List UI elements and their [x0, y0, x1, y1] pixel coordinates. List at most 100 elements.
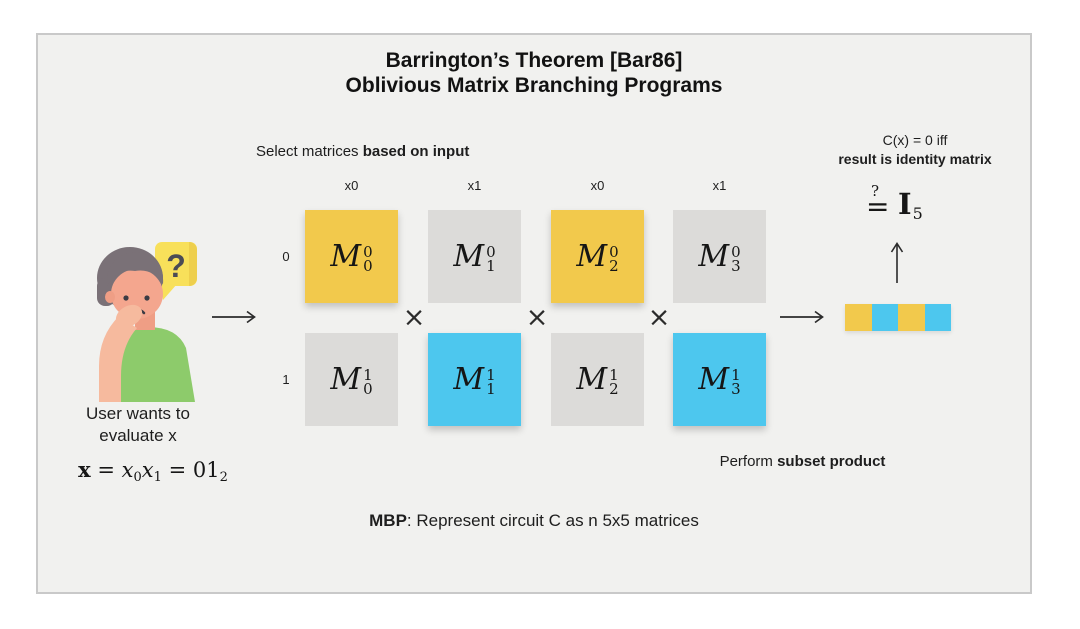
shirt: [109, 326, 195, 402]
hair-fringe: [106, 252, 164, 286]
select-caption-bold: based on input: [362, 143, 470, 160]
select-caption: Select matrices based on input: [256, 143, 469, 160]
title-line-2: Oblivious Matrix Branching Programs: [345, 74, 723, 97]
eq-equals: =: [97, 458, 115, 482]
matrix-subscript: 2: [609, 379, 619, 398]
matrix-subscript: 2: [609, 256, 619, 275]
speech-bubble-tail: [161, 284, 177, 300]
eq-sub-1: 1: [153, 470, 162, 485]
row-label-0: 0: [282, 249, 290, 264]
condition-line-2: result is identity matrix: [838, 151, 992, 167]
matrix-symbol: M: [453, 362, 485, 397]
matrix-symbol: M: [576, 239, 608, 274]
user-caption-line-2: evaluate x: [99, 426, 177, 445]
bar-segment-yellow: [898, 304, 925, 331]
matrix-symbol: M: [698, 239, 730, 274]
mbp-caption: MBP: Represent circuit C as n 5x5 matric…: [36, 511, 1032, 531]
condition-line-1: C(x) = 0 iff: [882, 132, 948, 148]
subset-product-bar: [845, 304, 951, 331]
title-line-1: Barrington’s Theorem [Bar86]: [385, 49, 683, 72]
multiply-icon: ×: [402, 302, 426, 333]
matrix-symbol: M: [330, 362, 362, 397]
right-arrow-icon: [780, 310, 824, 324]
input-equation: x = x0x1 = 012: [43, 457, 263, 485]
col-header-0: x0: [344, 178, 359, 193]
right-arrow-icon: [212, 310, 256, 324]
matrix-subscript: 3: [731, 379, 741, 398]
ear: [105, 291, 115, 303]
mbp-caption-bold: MBP: [369, 511, 407, 530]
matrix-subscript: 1: [486, 256, 496, 275]
matrix-superscript: 1: [609, 365, 619, 384]
matrix-symbol: M: [453, 239, 485, 274]
eq-base-sub: 2: [219, 470, 228, 485]
matrix-superscript: 0: [731, 242, 741, 261]
matrix-superscript: 0: [609, 242, 619, 261]
perform-caption-normal: Perform: [719, 453, 778, 470]
matrix-superscript: 1: [731, 365, 741, 384]
matrix-symbol: M: [330, 239, 362, 274]
bar-segment-blue: [871, 304, 898, 331]
select-caption-normal: Select matrices: [256, 143, 363, 160]
multiply-icon: ×: [647, 302, 671, 333]
matrix-symbol: M: [698, 362, 730, 397]
eq-value: 01: [192, 458, 220, 482]
up-arrow-icon: [890, 242, 904, 283]
bar-segment-yellow: [845, 304, 872, 331]
arm: [99, 316, 137, 402]
eq-equals-2: =: [168, 458, 187, 482]
user-caption-line-1: User wants to: [86, 404, 190, 423]
eq-var-x0: x: [121, 458, 134, 482]
hand: [115, 304, 143, 328]
matrix-subscript: 0: [363, 379, 373, 398]
matrix-superscript: 1: [486, 365, 496, 384]
mbp-caption-rest: : Represent circuit C as n 5x5 matrices: [406, 511, 699, 530]
slide-title: Barrington’s Theorem [Bar86] Oblivious M…: [36, 48, 1032, 98]
speech-bubble-shade: [189, 242, 197, 286]
matrix-subscript: 1: [486, 379, 496, 398]
col-header-2: x0: [590, 178, 605, 193]
matrix-superscript: 1: [363, 365, 373, 384]
identity-dim: 5: [912, 204, 923, 223]
col-header-1: x1: [467, 178, 482, 193]
left-eye: [123, 295, 129, 301]
matrix-superscript: 0: [363, 242, 373, 261]
row-label-1: 1: [282, 372, 290, 387]
eq-sub-0: 0: [133, 470, 142, 485]
speech-bubble: [155, 242, 197, 286]
perform-caption-bold: subset product: [777, 453, 886, 470]
bar-segment-blue: [924, 304, 951, 331]
face: [111, 269, 163, 319]
question-mark-icon: ?: [166, 248, 186, 284]
thinking-person-icon: ?: [97, 242, 197, 402]
right-eye: [144, 295, 150, 301]
matrix-subscript: 3: [731, 256, 741, 275]
perform-caption: Perform subset product: [700, 453, 905, 470]
eq-bold-x: x: [78, 457, 91, 482]
condition-caption: C(x) = 0 iff result is identity matrix: [815, 131, 1015, 169]
user-caption: User wants to evaluate x: [58, 403, 218, 447]
eq-var-x1: x: [141, 458, 154, 482]
identity-matrix-symbol: I5: [898, 189, 923, 229]
matrix-superscript: 0: [486, 242, 496, 261]
multiply-icon: ×: [525, 302, 549, 333]
equals-sign: =: [866, 190, 890, 223]
matrix-symbol: M: [576, 362, 608, 397]
equals-question-mark: ?: [870, 182, 880, 200]
